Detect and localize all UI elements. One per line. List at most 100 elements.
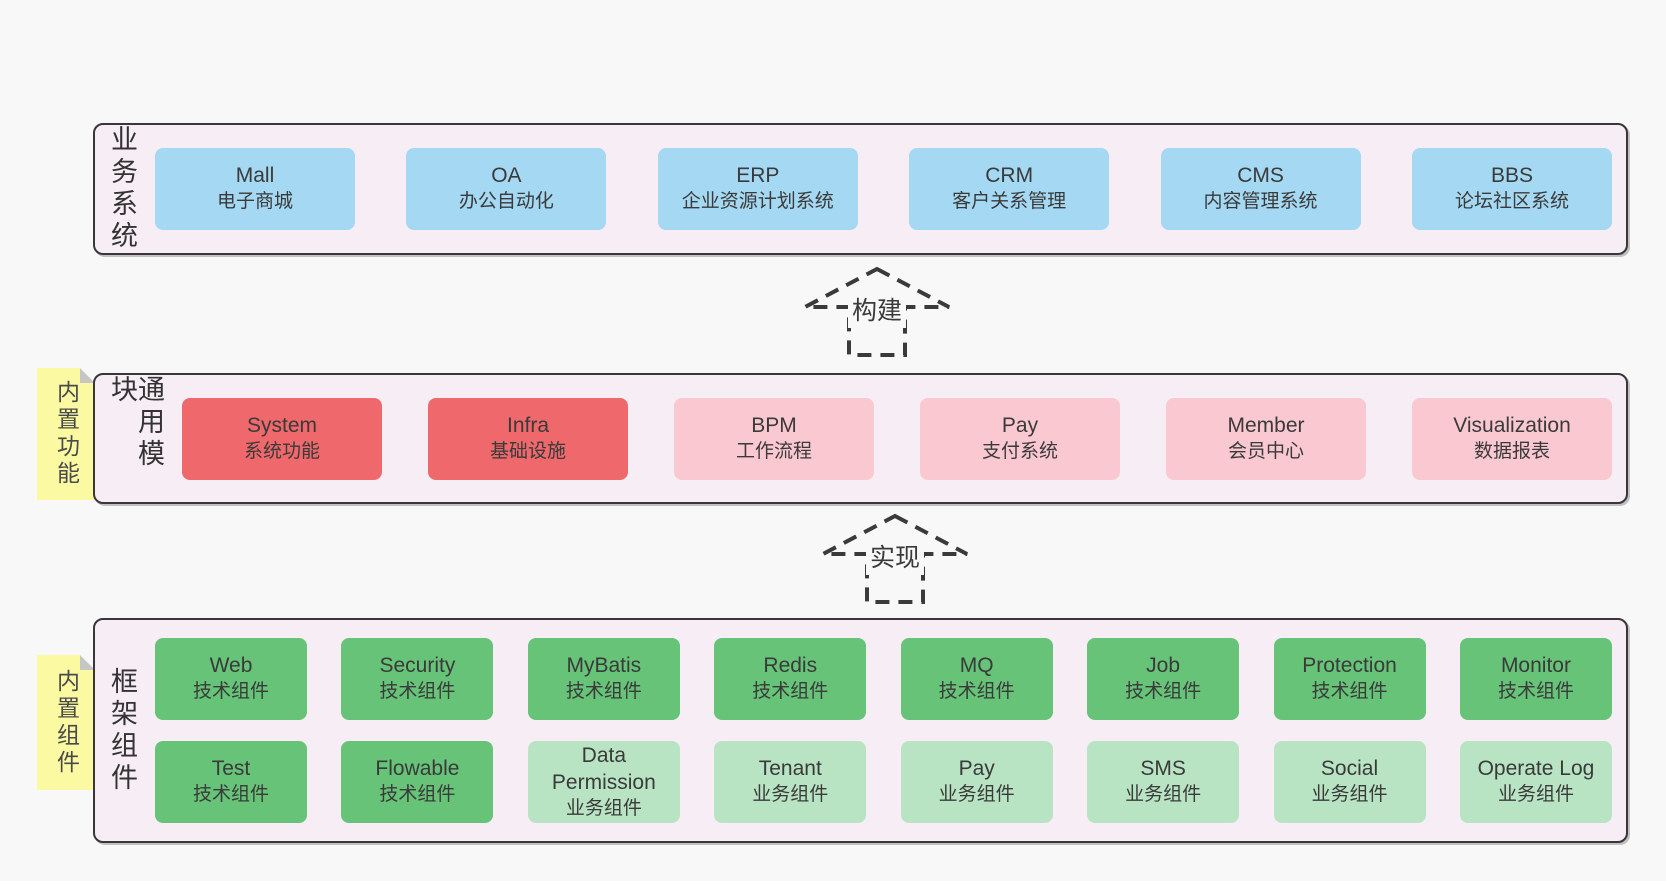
implement-arrow: 实现	[820, 513, 970, 605]
box-name: Infra	[506, 413, 550, 437]
panel-label-common-modules: 通用模块	[107, 375, 164, 471]
sticky-note-built-in-components: 内置组件	[37, 655, 95, 790]
box-name: Data Permission	[551, 743, 656, 794]
build-arrow-label: 构建	[847, 290, 907, 329]
box-system: System 系统功能	[182, 397, 382, 480]
box-social: Social 业务组件	[1273, 741, 1426, 823]
box-desc: 基础设施	[489, 440, 566, 462]
box-desc: 会员中心	[1227, 440, 1304, 462]
box-desc: 内容管理系统	[1203, 191, 1318, 213]
box-desc: 技术组件	[379, 784, 456, 806]
box-job: Job 技术组件	[1087, 638, 1240, 720]
box-redis: Redis 技术组件	[714, 638, 867, 720]
box-name: Security	[379, 654, 456, 678]
box-desc: 支付系统	[981, 440, 1058, 462]
panel-label-framework-components: 框架组件	[107, 666, 137, 795]
box-desc: 技术组件	[1311, 681, 1388, 703]
box-name: System	[246, 413, 317, 437]
business-systems-row: Mall 电子商城 OA 办公自动化 ERP 企业资源计划系统 CRM 客户关系…	[155, 148, 1612, 230]
box-desc: 企业资源计划系统	[681, 191, 834, 213]
box-desc: 技术组件	[192, 681, 269, 703]
framework-components-row-2: Test 技术组件 Flowable 技术组件 Data Permission …	[155, 741, 1612, 823]
box-oa: OA 办公自动化	[406, 148, 607, 230]
box-desc: 电子商城	[216, 191, 293, 213]
box-name: CMS	[1237, 164, 1284, 188]
box-erp: ERP 企业资源计划系统	[657, 148, 858, 230]
box-mybatis: MyBatis 技术组件	[527, 638, 680, 720]
box-pay-module: Pay 支付系统	[920, 397, 1120, 480]
box-test: Test 技术组件	[155, 741, 307, 823]
box-monitor: Monitor 技术组件	[1459, 638, 1612, 720]
box-desc: 办公自动化	[458, 191, 554, 213]
box-protection: Protection 技术组件	[1273, 638, 1426, 720]
box-name: Member	[1227, 413, 1305, 437]
build-arrow: 构建	[802, 266, 952, 358]
common-modules-panel: 通用模块 System 系统功能 Infra 基础设施 BPM 工作流程 Pay…	[93, 373, 1628, 504]
common-modules-boxes: System 系统功能 Infra 基础设施 BPM 工作流程 Pay 支付系统…	[182, 397, 1612, 480]
framework-components-boxes: Web 技术组件 Security 技术组件 MyBatis 技术组件 Redi…	[155, 638, 1612, 823]
box-name: BBS	[1490, 164, 1533, 188]
box-crm: CRM 客户关系管理	[909, 148, 1110, 230]
box-member: Member 会员中心	[1166, 397, 1366, 480]
business-systems-boxes: Mall 电子商城 OA 办公自动化 ERP 企业资源计划系统 CRM 客户关系…	[155, 148, 1612, 230]
box-desc: 业务组件	[1125, 784, 1202, 806]
box-desc: 工作流程	[735, 440, 812, 462]
box-name: Mall	[235, 164, 275, 188]
box-name: Pay	[1001, 413, 1039, 437]
box-sms: SMS 业务组件	[1087, 741, 1240, 823]
box-pay-component: Pay 业务组件	[900, 741, 1053, 823]
box-desc: 技术组件	[752, 681, 829, 703]
box-name: Operate Log	[1477, 757, 1595, 781]
box-web: Web 技术组件	[155, 638, 307, 720]
box-desc: 业务组件	[565, 797, 642, 819]
box-tenant: Tenant 业务组件	[714, 741, 867, 823]
box-visualization: Visualization 数据报表	[1412, 397, 1612, 480]
sticky-note-built-in-features: 内置功能	[37, 368, 95, 500]
box-name: SMS	[1140, 757, 1186, 781]
box-name: MyBatis	[566, 654, 642, 678]
box-name: OA	[491, 164, 522, 188]
box-desc: 技术组件	[192, 784, 269, 806]
box-desc: 数据报表	[1473, 440, 1550, 462]
box-name: Job	[1146, 654, 1181, 678]
box-bbs: BBS 论坛社区系统	[1411, 148, 1612, 230]
box-security: Security 技术组件	[341, 638, 494, 720]
box-name: Tenant	[758, 757, 822, 781]
box-desc: 技术组件	[1125, 681, 1202, 703]
box-name: Flowable	[375, 757, 460, 781]
box-bpm: BPM 工作流程	[674, 397, 874, 480]
box-data-permission: Data Permission 业务组件	[527, 741, 680, 823]
business-systems-panel: 业务系统 Mall 电子商城 OA 办公自动化 ERP 企业资源计划系统 CRM…	[93, 123, 1628, 255]
box-operate-log: Operate Log 业务组件	[1459, 741, 1612, 823]
box-name: Pay	[958, 757, 995, 781]
box-name: Monitor	[1500, 654, 1571, 678]
box-cms: CMS 内容管理系统	[1160, 148, 1361, 230]
box-name: Social	[1320, 757, 1379, 781]
box-name: Protection	[1302, 654, 1397, 678]
box-desc: 业务组件	[938, 784, 1015, 806]
sticky-note-label: 内置功能	[53, 380, 80, 488]
common-modules-row: System 系统功能 Infra 基础设施 BPM 工作流程 Pay 支付系统…	[182, 397, 1612, 480]
box-name: MQ	[959, 654, 994, 678]
box-name: Web	[209, 654, 253, 678]
sticky-note-label: 内置组件	[53, 668, 80, 777]
box-desc: 业务组件	[1311, 784, 1388, 806]
box-name: BPM	[751, 413, 797, 437]
box-name: Test	[211, 757, 251, 781]
box-desc: 系统功能	[243, 440, 320, 462]
box-infra: Infra 基础设施	[428, 397, 628, 480]
box-mq: MQ 技术组件	[900, 638, 1053, 720]
box-desc: 论坛社区系统	[1454, 191, 1569, 213]
box-desc: 技术组件	[938, 681, 1015, 703]
box-name: Visualization	[1453, 413, 1571, 437]
box-name: ERP	[736, 164, 780, 188]
framework-components-row-1: Web 技术组件 Security 技术组件 MyBatis 技术组件 Redi…	[155, 638, 1612, 720]
box-name: CRM	[985, 164, 1034, 188]
box-desc: 技术组件	[565, 681, 642, 703]
box-desc: 业务组件	[752, 784, 829, 806]
box-desc: 业务组件	[1497, 784, 1574, 806]
box-mall: Mall 电子商城	[155, 148, 355, 230]
box-desc: 技术组件	[1497, 681, 1574, 703]
implement-arrow-label: 实现	[865, 537, 925, 576]
